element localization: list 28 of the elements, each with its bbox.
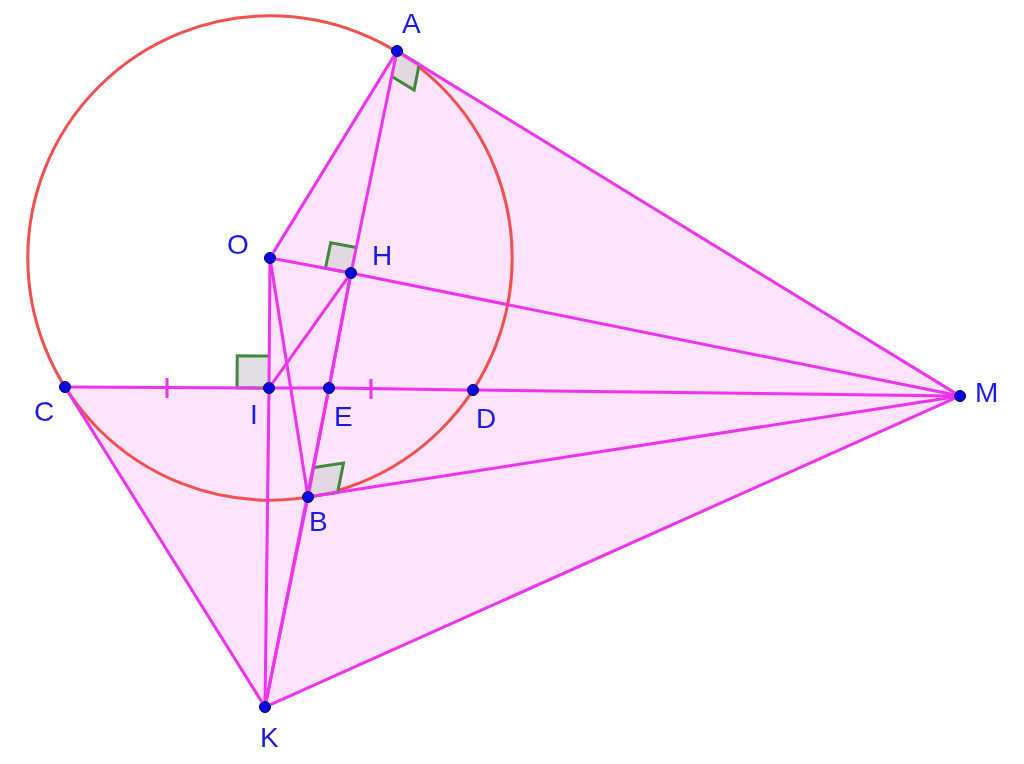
point-label: D <box>476 405 497 433</box>
line-segment <box>264 502 309 702</box>
line-segment <box>356 272 955 397</box>
point-label: K <box>260 724 279 752</box>
line-segment <box>263 394 271 701</box>
line-segment <box>267 264 272 382</box>
line-segment <box>66 391 264 703</box>
point-label: M <box>975 379 999 407</box>
line-segment <box>275 257 346 274</box>
line-segment <box>71 385 263 390</box>
line-segment <box>313 395 955 498</box>
point-label: A <box>402 10 421 38</box>
point-label: O <box>227 231 249 259</box>
line-segment <box>269 397 956 706</box>
line-segment <box>271 277 349 384</box>
point-label: I <box>250 401 258 429</box>
point-label: B <box>309 508 328 536</box>
point-label: H <box>372 242 393 270</box>
line-segment <box>271 55 396 254</box>
line-segment <box>334 386 468 392</box>
line-segment <box>478 388 955 398</box>
line-segment <box>401 52 956 395</box>
point-label: C <box>34 398 55 426</box>
line-segment <box>350 56 398 268</box>
point-label: E <box>334 403 353 431</box>
line-segment <box>328 278 352 383</box>
line-segment <box>275 386 323 390</box>
line-segment <box>269 263 309 492</box>
